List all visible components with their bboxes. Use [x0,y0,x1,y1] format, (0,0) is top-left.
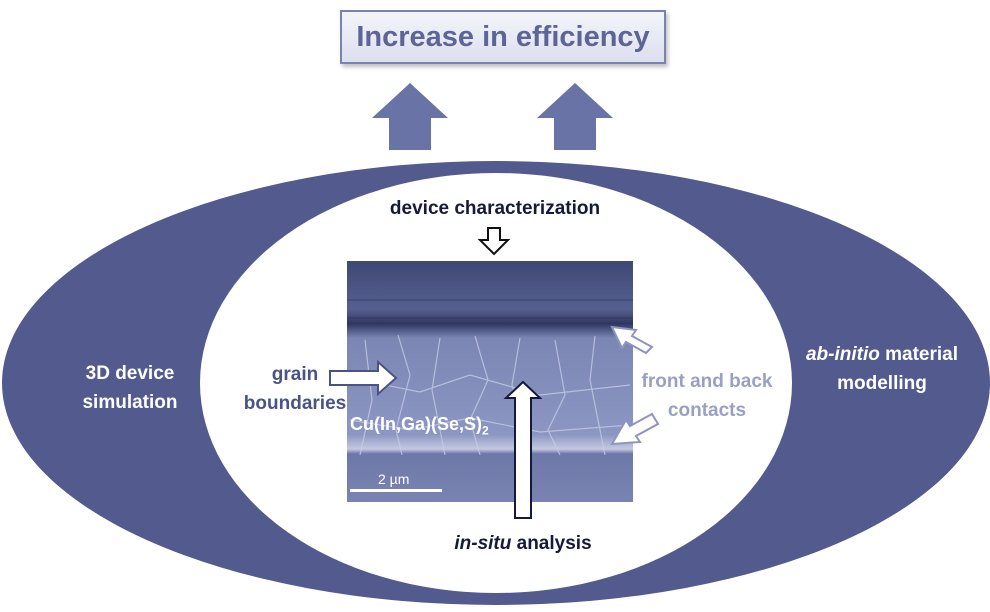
contacts-label: front and back contacts [630,367,784,425]
grain-line1: grain [271,364,319,385]
insitu-analysis-label: in-situ analysis [420,529,626,558]
contacts-line2: contacts [667,400,747,421]
material-subscript: 2 [482,423,489,438]
simulation-line1: 3D device [85,363,175,384]
contacts-line1: front and back [641,371,773,392]
scale-bar [350,489,442,492]
grain-arrow-icon [329,359,398,397]
back-contact-arrow-icon [610,412,660,446]
up-arrow-right-icon [537,83,613,150]
ab-initio-rest: material [879,344,959,365]
ab-initio-italic: ab-initio [805,344,880,365]
down-arrow-outline-icon [477,227,511,256]
front-contact-arrow-icon [610,325,654,355]
title-text: Increase in efficiency [356,20,650,53]
insitu-rest: analysis [511,533,592,554]
up-arrow-left-icon [372,83,448,150]
simulation-line2: simulation [82,392,178,413]
title-box: Increase in efficiency [340,10,666,64]
simulation-label: 3D device simulation [60,359,200,417]
grain-boundaries-label: grain boundaries [240,360,350,418]
sem-micrograph [347,261,633,502]
modelling-line: modelling [837,373,927,394]
material-formula-label: Cu(In,Ga)(Se,S)2 [350,410,520,446]
scale-bar-label: 2 µm [378,471,410,487]
device-characterization-label: device characterization [350,194,640,223]
device-characterization-text: device characterization [389,198,601,219]
insitu-arrow-icon [503,380,543,519]
insitu-italic: in-situ [454,533,512,554]
grain-line2: boundaries [243,393,347,414]
ab-initio-label: ab-initio material modelling [782,340,982,398]
material-formula: Cu(In,Ga)(Se,S) [350,414,483,434]
